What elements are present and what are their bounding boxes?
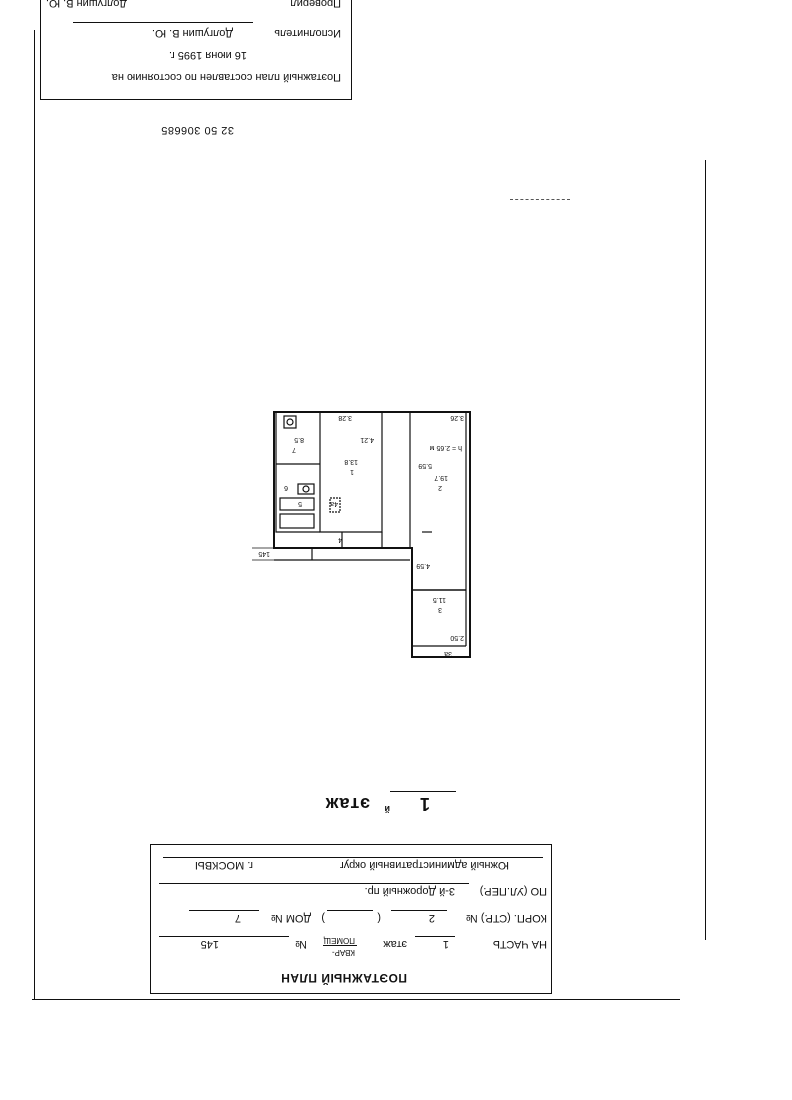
dim-4-59: 4.59 xyxy=(416,562,430,569)
house-value: 7 xyxy=(234,912,241,924)
plan-unit-number: 145 xyxy=(258,550,270,557)
document-code: 32 50 306685 xyxy=(160,124,234,136)
label-unit-top: КВАР- xyxy=(331,948,355,957)
floor-heading-underline xyxy=(390,791,456,792)
label-unit-bottom: ПОМЕЩ xyxy=(323,936,355,945)
stamp-checked-name: Долгушин В. Ю. xyxy=(45,0,127,9)
dim-5-59: 5.59 xyxy=(418,462,432,469)
district-value: Южный административный округ xyxy=(339,859,509,871)
room-4a-label: 4а xyxy=(330,500,338,507)
title-block-title: ПОЭТАЖНЫЙ ПЛАН xyxy=(280,971,407,985)
floor-heading-number: 1 xyxy=(419,794,430,814)
city-value: г. МОСКВЫ xyxy=(195,859,253,871)
label-number-sign: № xyxy=(295,938,307,950)
floor-plan: 3а 3 11.5 2.50 4.59 2 19.7 5.59 h = 2.65… xyxy=(252,411,471,658)
floor-value: 1 xyxy=(442,938,449,950)
room-3-label: 3 xyxy=(438,606,442,613)
stamp-block: Поэтажный план составлен по состоянию на… xyxy=(40,0,352,100)
frame-line-left xyxy=(705,160,706,940)
room-2-area: 19.7 xyxy=(434,474,448,481)
room-1-area: 13.8 xyxy=(344,458,358,465)
room-3a-label: 3а xyxy=(444,650,452,657)
stamp-line-1: Поэтажный план составлен по состоянию на xyxy=(111,71,341,83)
room-7-label: 7 xyxy=(292,446,296,453)
label-floor: этаж xyxy=(383,938,407,950)
room-2-label: 2 xyxy=(438,484,442,491)
dim-3-26: 3.26 xyxy=(450,414,464,421)
label-part: НА ЧАСТЬ xyxy=(492,938,547,950)
stamp-executor-name: Долгушин В. Ю. xyxy=(151,27,233,39)
room-1-label: 1 xyxy=(350,468,354,475)
floor-heading-word: этаж xyxy=(324,794,370,814)
label-house: ДОМ № xyxy=(270,912,311,924)
room-7-area: 8.5 xyxy=(294,436,304,443)
label-street: ПО (УЛ.ПЕР.) xyxy=(479,885,547,897)
frame-line-right xyxy=(34,30,35,1000)
floor-heading-suffix: й xyxy=(384,804,390,814)
room-4-label: 4 xyxy=(338,536,342,543)
height-note: h = 2.65 м xyxy=(430,444,462,451)
building-value: 2 xyxy=(428,912,435,924)
room-5-label: 5 xyxy=(298,500,302,507)
street-value: 3-й Дорожный пр. xyxy=(364,885,455,897)
label-building: КОРП. (СТР.) № xyxy=(466,912,547,924)
dim-4-21: 4.21 xyxy=(360,436,374,443)
dim-2-50: 2.50 xyxy=(450,634,464,641)
unit-number-value: 145 xyxy=(200,938,219,950)
room-3-area: 11.5 xyxy=(433,596,446,603)
title-block: ПОЭТАЖНЫЙ ПЛАН НА ЧАСТЬ 1 этаж КВАР- ПОМ… xyxy=(150,844,552,994)
dim-3-28: 3.28 xyxy=(338,414,352,421)
stamp-checked-label: Проверил xyxy=(290,0,341,9)
frame-line-bottom xyxy=(32,999,680,1000)
room-6-label: 6 xyxy=(284,484,288,491)
stamp-date: 16 июня 1995 г. xyxy=(168,49,247,61)
stamp-executor-label: Исполнитель xyxy=(274,27,341,39)
